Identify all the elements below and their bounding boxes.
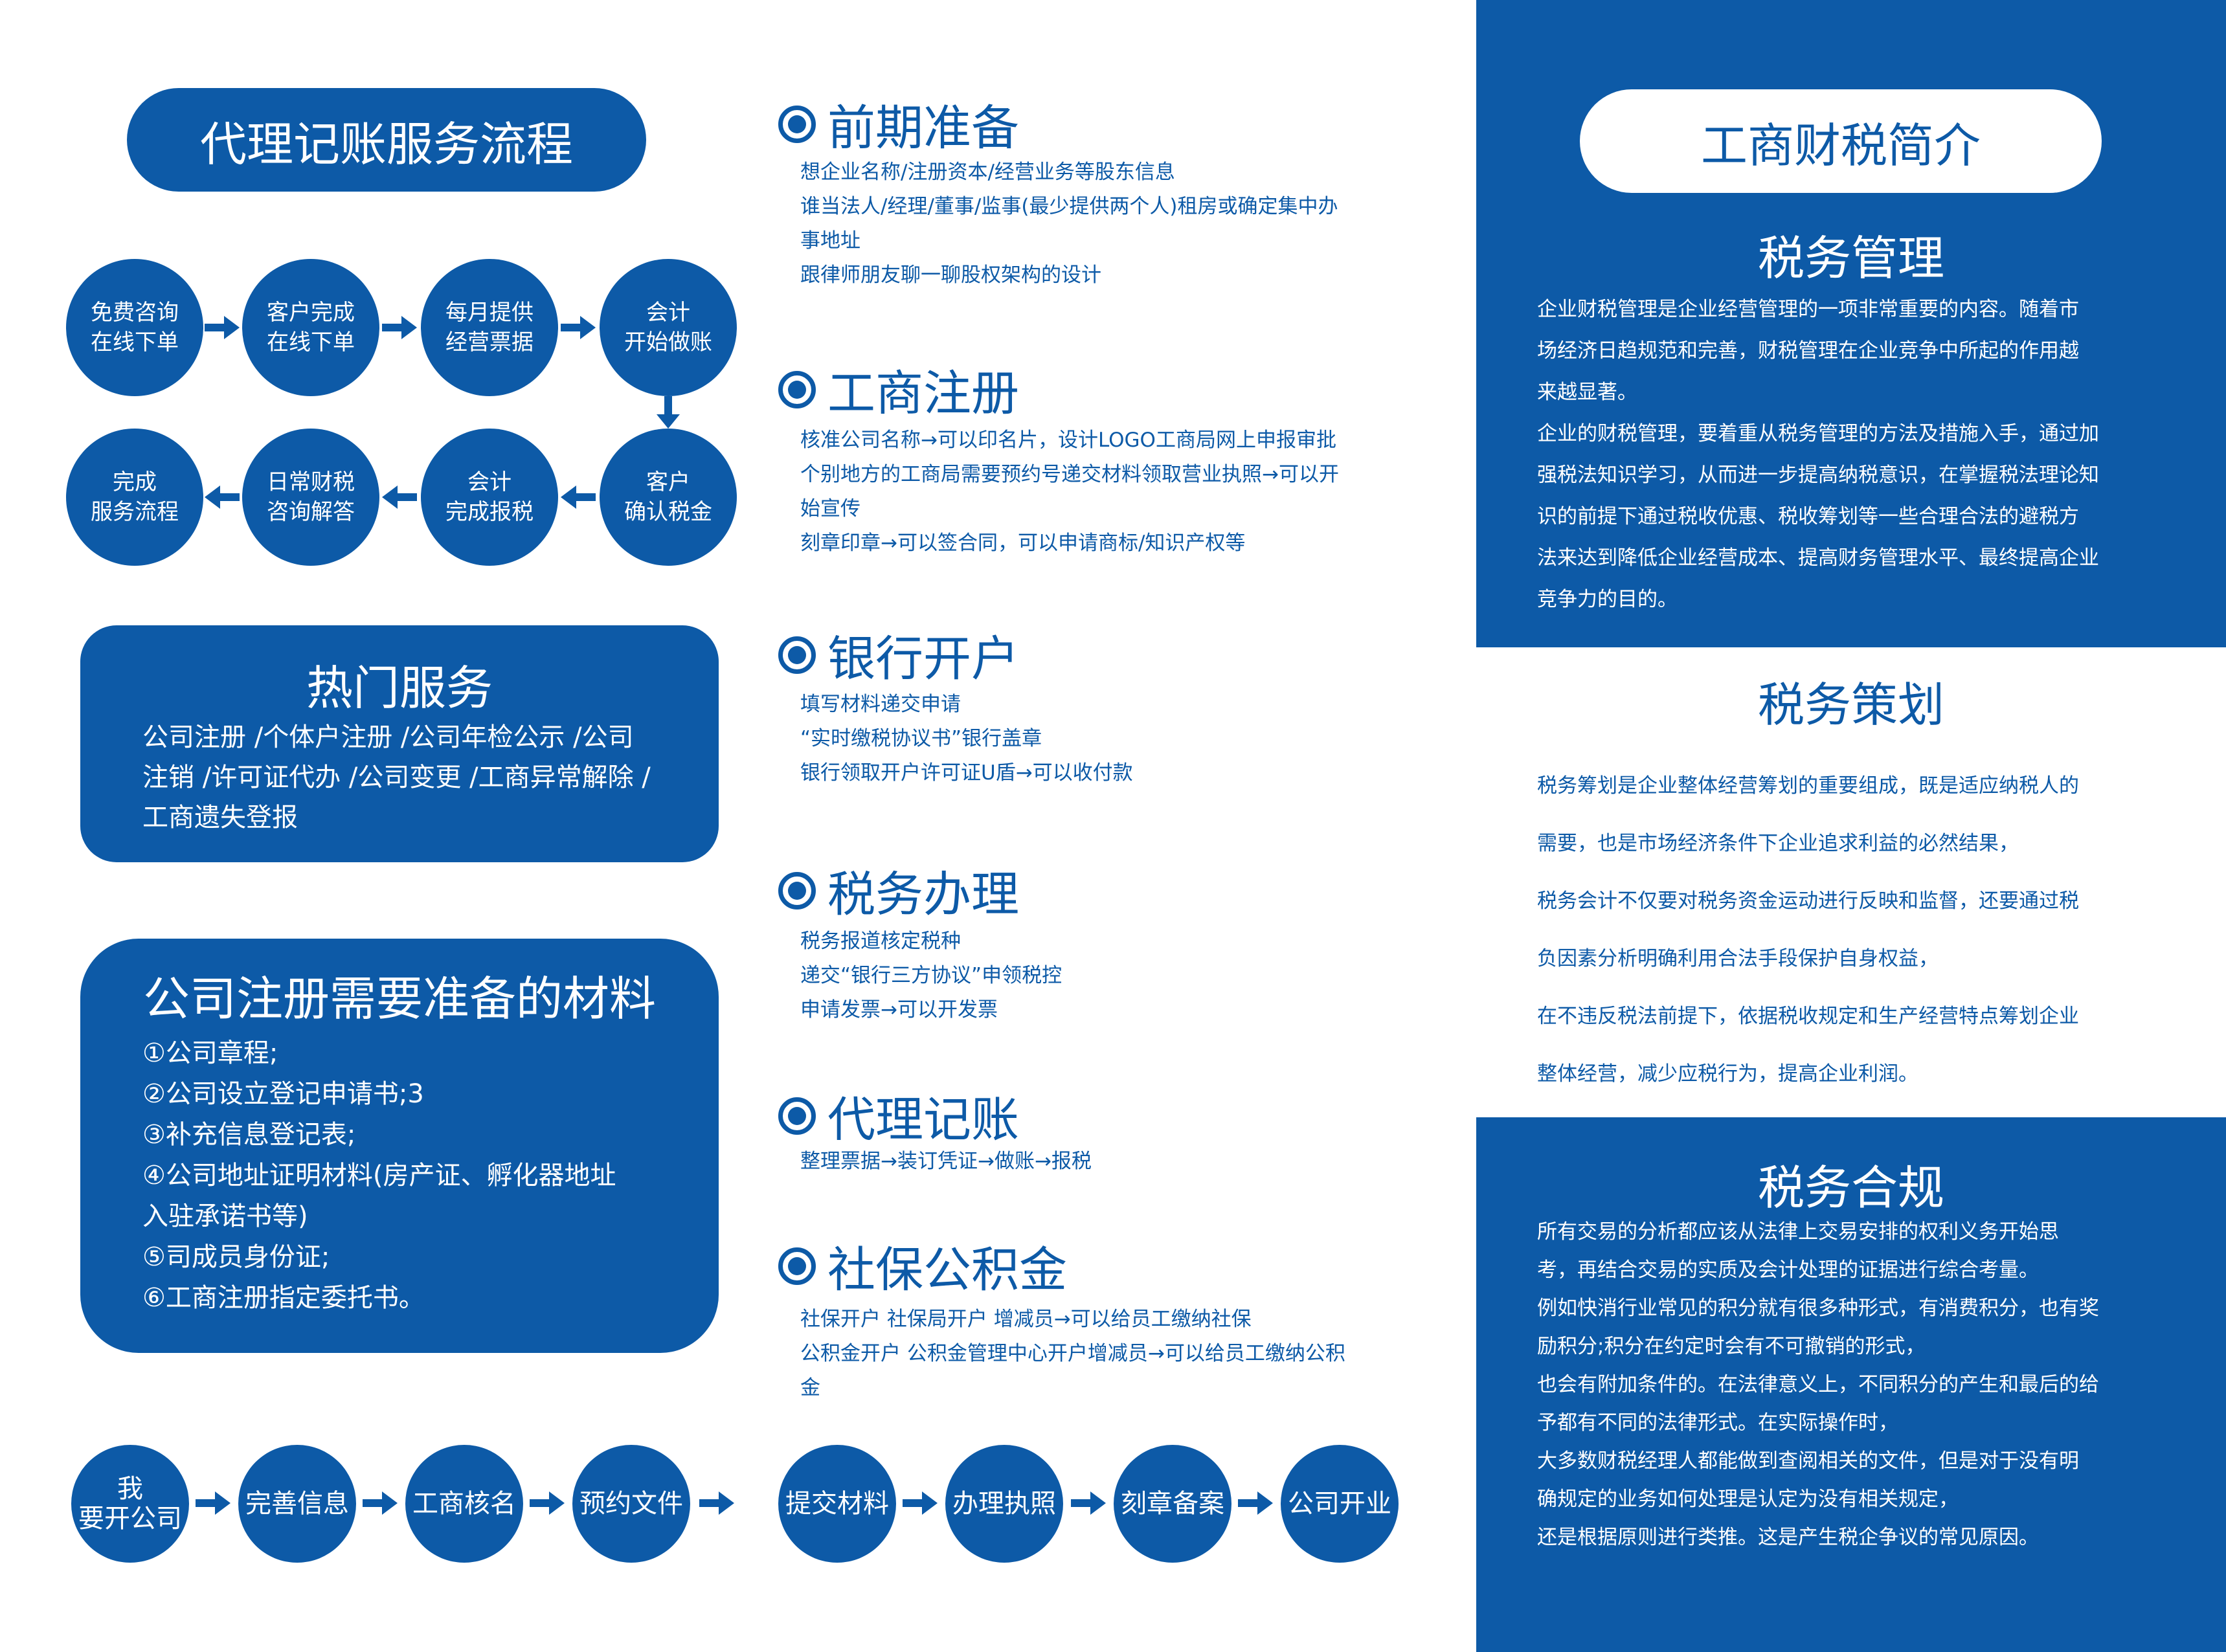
- section-body: 整理票据→装订凭证→做账→报税: [800, 1144, 1422, 1179]
- section-line: 刻章印章→可以签合同，可以申请商标/知识产权等: [800, 531, 1246, 555]
- arrow-right-icon: [530, 1491, 565, 1515]
- section-line: 填写材料递交申请: [800, 693, 961, 716]
- bullet-target-icon: [778, 1097, 816, 1135]
- tax-management-title: 税务管理: [1757, 231, 1944, 285]
- section-body: 核准公司名称→可以印名片，设计LOGO工商局网上申报审批 个别地方的工商局需要预…: [800, 423, 1422, 561]
- flow-step: 会计完成报税: [421, 429, 558, 566]
- arrow-right-icon: [382, 316, 417, 339]
- intro-title-pill: 工商财税简介: [1580, 89, 2102, 193]
- section-line: 核准公司名称→可以印名片，设计LOGO工商局网上申报审批: [800, 429, 1336, 452]
- flow-step: 日常财税咨询解答: [242, 429, 379, 566]
- flow-step: 客户完成在线下单: [242, 259, 379, 396]
- section-line: 谁当法人/经理/董事/监事(最少提供两个人)租房或确定集中办: [800, 195, 1338, 218]
- bullet-target-icon: [778, 105, 816, 143]
- materials-title: 公司注册需要准备的材料: [142, 972, 656, 1026]
- materials-box: 公司注册需要准备的材料 ①公司章程; ②公司设立登记申请书;3 ③补充信息登记表…: [80, 939, 719, 1353]
- materials-item: 入驻承诺书等): [142, 1201, 308, 1231]
- section-heading: 银行开户: [778, 620, 1019, 689]
- hot-services-title: 热门服务: [306, 661, 493, 715]
- flow-step: 客户确认税金: [600, 429, 737, 566]
- section-body: 想企业名称/注册资本/经营业务等股东信息 谁当法人/经理/董事/监事(最少提供两…: [800, 155, 1422, 293]
- section-heading: 社保公积金: [778, 1231, 1067, 1300]
- arrow-left-icon: [561, 486, 596, 509]
- arrow-right-icon: [561, 316, 596, 339]
- hot-services-line: 公司注册 /个体户注册 /公司年检公示 /公司: [142, 722, 634, 752]
- bottom-flow-step: 刻章备案: [1114, 1445, 1231, 1563]
- bottom-flow-step: 预约文件: [572, 1445, 690, 1563]
- section-line: 始宣传: [800, 497, 860, 520]
- arrow-right-icon: [699, 1491, 734, 1515]
- arrow-right-icon: [903, 1491, 938, 1515]
- section-heading: 税务办理: [778, 856, 1019, 925]
- bottom-flow-step: 完善信息: [238, 1445, 356, 1563]
- arrow-right-icon: [205, 316, 240, 339]
- section-line: 事地址: [800, 229, 860, 252]
- tax-planning-section: 税务策划 税务筹划是企业整体经营筹划的重要组成，既是适应纳税人的 需要，也是市场…: [1476, 647, 2226, 1117]
- bottom-flow-step: 提交材料: [778, 1445, 896, 1563]
- section-body: 社保开户 社保局开户 增减员→可以给员工缴纳社保 公积金开户 公积金管理中心开户…: [800, 1302, 1422, 1405]
- materials-item: ②公司设立登记申请书;3: [142, 1079, 424, 1109]
- section-line: 想企业名称/注册资本/经营业务等股东信息: [800, 161, 1175, 184]
- section-heading: 代理记账: [778, 1081, 1019, 1150]
- section-line: 申请发票→可以开发票: [800, 998, 998, 1021]
- arrow-right-icon: [1071, 1491, 1106, 1515]
- tax-management-text: 企业财税管理是企业经营管理的一项非常重要的内容。随着市 场经济日趋规范和完善，财…: [1537, 298, 2099, 611]
- section-line: 银行领取开户许可证U盾→可以收付款: [800, 761, 1133, 785]
- flow-step: 会计开始做账: [600, 259, 737, 396]
- section-body: 税务报道核定税种 递交“银行三方协议”申领税控 申请发票→可以开发票: [800, 924, 1422, 1027]
- intro-title: 工商财税简介: [1700, 118, 1981, 173]
- hot-services-box: 热门服务 公司注册 /个体户注册 /公司年检公示 /公司 注销 /许可证代办 /…: [80, 625, 719, 862]
- arrow-down-icon: [657, 396, 680, 429]
- section-line: 递交“银行三方协议”申领税控: [800, 964, 1062, 987]
- materials-item: ④公司地址证明材料(房产证、孵化器地址: [142, 1161, 616, 1190]
- section-body: 填写材料递交申请 “实时缴税协议书”银行盖章 银行领取开户许可证U盾→可以收付款: [800, 687, 1422, 790]
- bottom-flow-step: 办理执照: [945, 1445, 1063, 1563]
- flow-title-pill: 代理记账服务流程: [127, 88, 646, 192]
- section-heading: 工商注册: [778, 355, 1019, 424]
- arrow-right-icon: [363, 1491, 398, 1515]
- tax-compliance-title: 税务合规: [1757, 1161, 1944, 1215]
- tax-management-panel: 工商财税简介 税务管理 企业财税管理是企业经营管理的一项非常重要的内容。随着市 …: [1476, 0, 2226, 647]
- arrow-right-icon: [196, 1491, 230, 1515]
- bottom-flow-step: 我要开公司: [71, 1445, 189, 1563]
- section-line: 金: [800, 1376, 820, 1400]
- materials-item: ⑤司成员身份证;: [142, 1242, 330, 1272]
- arrow-right-icon: [1238, 1491, 1273, 1515]
- section-line: 个别地方的工商局需要预约号递交材料领取营业执照→可以开: [800, 463, 1339, 486]
- bullet-target-icon: [778, 871, 816, 910]
- arrow-left-icon: [382, 486, 417, 509]
- materials-item: ⑥工商注册指定委托书。: [142, 1283, 425, 1313]
- hot-services-line: 工商遗失登报: [142, 803, 298, 832]
- bullet-target-icon: [778, 370, 816, 408]
- bullet-target-icon: [778, 1247, 816, 1285]
- tax-planning-title: 税务策划: [1757, 678, 1944, 732]
- section-heading: 前期准备: [778, 89, 1019, 159]
- bottom-flow-step: 公司开业: [1281, 1445, 1399, 1563]
- materials-item: ③补充信息登记表;: [142, 1120, 356, 1150]
- section-line: “实时缴税协议书”银行盖章: [800, 727, 1042, 750]
- materials-item: ①公司章程;: [142, 1038, 278, 1068]
- bullet-target-icon: [778, 636, 816, 674]
- section-line: 公积金开户 公积金管理中心开户增减员→可以给员工缴纳公积: [800, 1342, 1345, 1365]
- flow-step: 免费咨询在线下单: [66, 259, 203, 396]
- flow-step: 完成服务流程: [66, 429, 203, 566]
- tax-planning-text: 税务筹划是企业整体经营筹划的重要组成，既是适应纳税人的 需要，也是市场经济条件下…: [1537, 774, 2079, 1086]
- flow-title: 代理记账服务流程: [199, 117, 573, 172]
- bottom-flow-step: 工商核名: [405, 1445, 523, 1563]
- flow-step: 每月提供经营票据: [421, 259, 558, 396]
- arrow-left-icon: [205, 486, 240, 509]
- section-line: 跟律师朋友聊一聊股权架构的设计: [800, 263, 1101, 287]
- tax-compliance-text: 所有交易的分析都应该从法律上交易安排的权利义务开始思 考，再结合交易的实质及会计…: [1537, 1220, 2099, 1549]
- tax-compliance-panel: 税务合规 所有交易的分析都应该从法律上交易安排的权利义务开始思 考，再结合交易的…: [1476, 1117, 2226, 1652]
- section-line: 社保开户 社保局开户 增减员→可以给员工缴纳社保: [800, 1308, 1252, 1331]
- section-line: 整理票据→装订凭证→做账→报税: [800, 1150, 1092, 1173]
- hot-services-line: 注销 /许可证代办 /公司变更 /工商异常解除 /: [142, 763, 651, 792]
- section-line: 税务报道核定税种: [800, 930, 961, 953]
